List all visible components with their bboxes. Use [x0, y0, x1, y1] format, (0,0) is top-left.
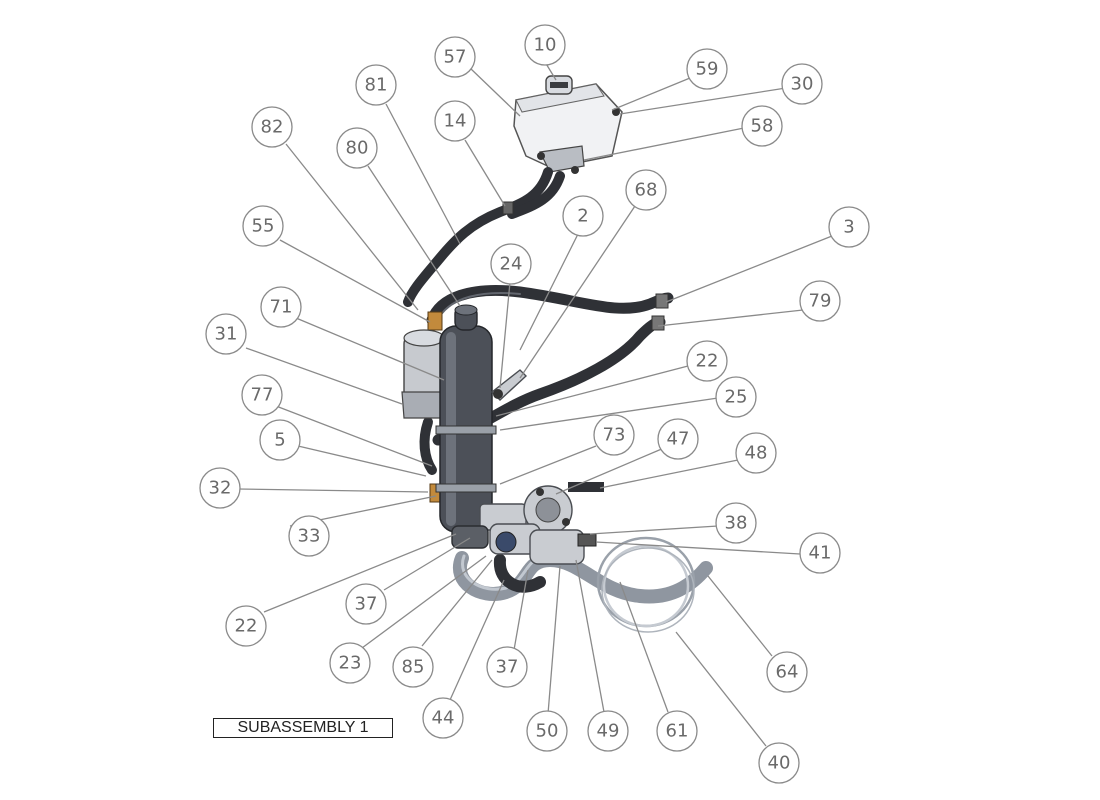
subassembly-title-box: SUBASSEMBLY 1 [213, 718, 393, 738]
item-balloons: 10 57 59 30 81 58 14 82 80 68 2 3 55 24 … [199, 24, 870, 784]
svg-text:30: 30 [791, 74, 814, 95]
svg-text:49: 49 [597, 721, 620, 742]
lower-tube [453, 551, 713, 604]
balloon-25: 25 [715, 376, 757, 418]
balloon-14: 14 [434, 100, 476, 142]
assembly-artwork [401, 75, 713, 633]
svg-text:32: 32 [209, 478, 232, 499]
reservoir-tank [513, 75, 623, 174]
balloon-10: 10 [524, 24, 566, 66]
svg-text:68: 68 [635, 180, 658, 201]
balloon-58: 58 [741, 105, 783, 147]
balloon-55: 55 [242, 205, 284, 247]
svg-text:47: 47 [667, 429, 690, 450]
balloon-5: 5 [259, 419, 301, 461]
balloon-22-upper: 22 [686, 340, 728, 382]
balloon-71: 71 [260, 286, 302, 328]
balloon-73: 73 [593, 414, 635, 456]
balloon-3: 3 [828, 206, 870, 248]
svg-text:82: 82 [261, 117, 284, 138]
svg-text:40: 40 [768, 753, 791, 774]
balloon-37-left: 37 [345, 583, 387, 625]
svg-text:58: 58 [751, 116, 774, 137]
balloon-85: 85 [392, 646, 434, 688]
balloon-82: 82 [251, 106, 293, 148]
balloon-37-right: 37 [486, 646, 528, 688]
balloon-2: 2 [562, 195, 604, 237]
balloon-50: 50 [526, 710, 568, 752]
svg-text:23: 23 [339, 653, 362, 674]
balloon-23: 23 [329, 642, 371, 684]
balloon-81: 81 [355, 64, 397, 106]
svg-text:22: 22 [235, 616, 258, 637]
svg-text:3: 3 [843, 217, 854, 238]
pump-cylinder [435, 304, 528, 533]
balloon-48: 48 [735, 432, 777, 474]
svg-text:50: 50 [536, 721, 559, 742]
svg-text:80: 80 [346, 138, 369, 159]
balloon-49: 49 [587, 710, 629, 752]
svg-text:31: 31 [215, 324, 238, 345]
svg-text:10: 10 [534, 35, 557, 56]
svg-text:2: 2 [577, 206, 588, 227]
balloon-64: 64 [766, 651, 808, 693]
balloon-57: 57 [434, 36, 476, 78]
balloon-30: 30 [781, 63, 823, 105]
balloon-40: 40 [758, 742, 800, 784]
balloon-59: 59 [686, 48, 728, 90]
svg-text:38: 38 [725, 513, 748, 534]
svg-text:41: 41 [809, 543, 832, 564]
svg-text:79: 79 [809, 291, 832, 312]
balloon-24: 24 [490, 243, 532, 285]
balloon-33: 33 [288, 515, 330, 557]
balloon-61: 61 [656, 710, 698, 752]
leader-lines [237, 61, 833, 747]
balloon-32: 32 [199, 467, 241, 509]
coiled-tube [596, 536, 696, 633]
pump-housing [451, 482, 604, 565]
balloon-77: 77 [241, 374, 283, 416]
balloon-68: 68 [625, 169, 667, 211]
svg-text:14: 14 [444, 111, 467, 132]
svg-text:73: 73 [603, 425, 626, 446]
svg-text:71: 71 [270, 297, 293, 318]
svg-text:37: 37 [355, 594, 378, 615]
svg-text:24: 24 [500, 254, 523, 275]
svg-text:33: 33 [298, 526, 321, 547]
svg-text:64: 64 [776, 662, 799, 683]
svg-text:44: 44 [432, 708, 455, 729]
balloon-22-lower: 22 [225, 605, 267, 647]
balloon-79: 79 [799, 280, 841, 322]
subassembly-label: SUBASSEMBLY 1 [237, 719, 369, 736]
balloon-80: 80 [336, 127, 378, 169]
balloon-31: 31 [205, 313, 247, 355]
svg-text:85: 85 [402, 657, 425, 678]
svg-text:37: 37 [496, 657, 519, 678]
svg-text:48: 48 [745, 443, 768, 464]
svg-text:25: 25 [725, 387, 748, 408]
svg-text:22: 22 [696, 351, 719, 372]
svg-text:59: 59 [696, 59, 719, 80]
svg-text:55: 55 [252, 216, 275, 237]
svg-text:5: 5 [274, 430, 285, 451]
balloon-44: 44 [422, 697, 464, 739]
svg-text:61: 61 [666, 721, 689, 742]
balloon-38: 38 [715, 502, 757, 544]
svg-text:81: 81 [365, 75, 388, 96]
balloon-41: 41 [799, 532, 841, 574]
svg-text:57: 57 [444, 47, 467, 68]
svg-text:77: 77 [251, 385, 274, 406]
balloon-47: 47 [657, 418, 699, 460]
